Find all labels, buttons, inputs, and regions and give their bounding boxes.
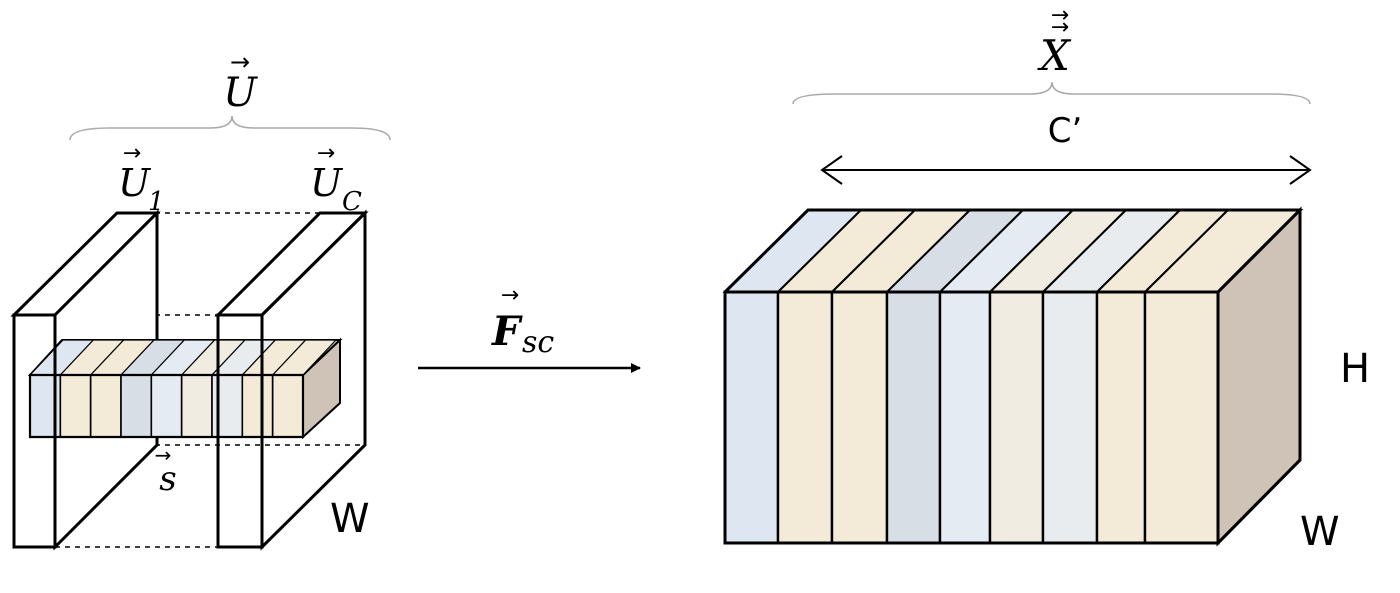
label-uc: U C → [310,141,362,217]
svg-text:X: X [1037,31,1072,80]
svg-text:→: → [317,141,335,166]
slice-s-front-strips [28,339,338,438]
brace-u [69,115,391,141]
cuboid-front-strip [1041,290,1099,545]
right-figure: X → → C’ H W [722,3,1370,555]
cuboid-front-strip [1095,290,1147,545]
label-w-right: W [1300,509,1340,555]
svg-text:F: F [491,308,523,355]
svg-text:→: → [155,443,172,467]
svg-text:s: s [159,459,176,499]
svg-text:U: U [223,70,258,116]
slice-s-strip [271,374,304,438]
slice-s-strip [120,374,153,438]
svg-text:U: U [118,161,152,205]
cuboid-front-strip [723,290,780,545]
slice-s-strip [150,374,183,438]
svg-text:1: 1 [148,187,165,217]
slice-s-strip [180,374,213,438]
brace-x [792,81,1311,105]
label-x: X → → [1037,3,1072,80]
cuboid-front-strip [885,290,942,545]
slab-uc [214,209,369,551]
svg-text:→: → [1051,15,1069,40]
label-c-prime: C’ [1048,111,1083,151]
slice-s-strip [59,374,92,438]
svg-text:U: U [310,161,344,205]
svg-text:→: → [123,141,141,166]
svg-text:→: → [230,48,250,76]
slice-s-strip [89,374,122,438]
label-s: s → [155,443,177,499]
svg-text:C: C [342,187,362,217]
label-w-left: W [330,496,370,542]
operator: F sc → [418,283,641,373]
slice-s [27,337,343,440]
label-h: H [1340,346,1370,392]
cuboid-front-strips [723,290,1220,545]
dimension-arrow-c [820,155,1312,185]
svg-text:→: → [1051,3,1069,28]
label-u1: U 1 → [118,141,165,217]
cuboid-front-strip [776,290,834,545]
svg-text:sc: sc [522,325,554,360]
slice-s-strip [241,374,274,438]
channel-cuboid [722,206,1304,547]
operator-label: F sc → [491,283,554,360]
left-figure: U → U 1 → U C → [10,48,391,551]
cuboid-front-strip [938,290,992,545]
svg-text:→: → [501,283,519,308]
cuboid-top-strips [722,209,1304,293]
cuboid-front-strip [830,290,889,545]
slab-u1-front [12,313,57,549]
label-u: U → [223,48,258,116]
cuboid-front-strip [988,290,1045,545]
cuboid-front-strip [1143,290,1220,545]
